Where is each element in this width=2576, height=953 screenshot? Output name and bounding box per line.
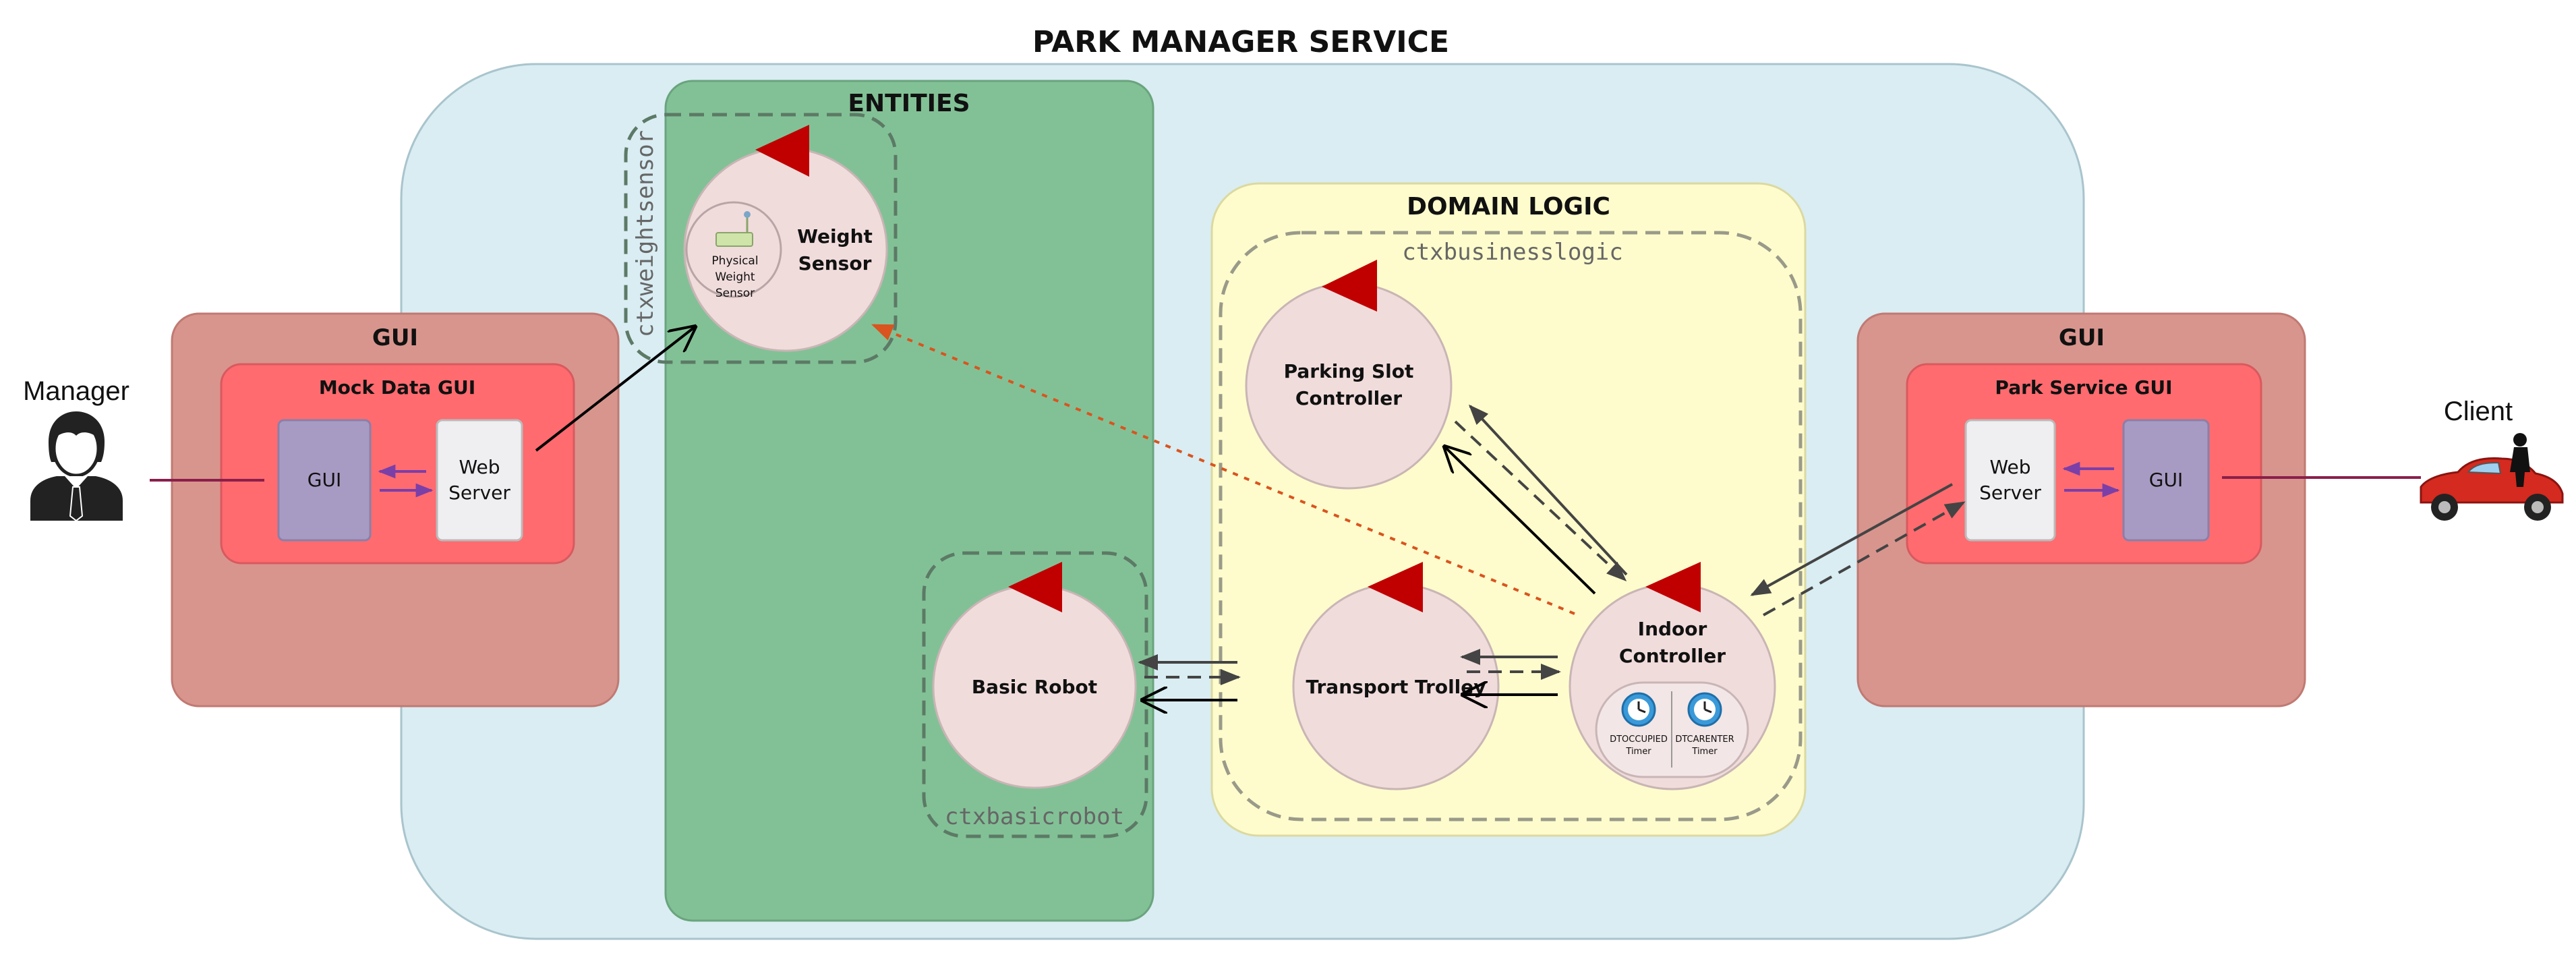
basic-robot-context-label: ctxbasicrobot xyxy=(945,803,1124,830)
left-web-server xyxy=(436,419,523,542)
left-web-server-line1: Web xyxy=(459,456,500,478)
weight-sensor-context-label: ctxweightsensor xyxy=(632,130,659,337)
left-gui-group: GUI Mock Data GUI GUI Web Server xyxy=(171,312,620,707)
alarm-clock-icon xyxy=(1687,692,1722,727)
connections xyxy=(150,325,2421,700)
basic-robot-flag-icon xyxy=(1008,562,1062,612)
transport-trolley-label: Transport Trolley xyxy=(1306,676,1486,698)
manager-label: Manager xyxy=(23,376,129,406)
transport-trolley-flag-icon xyxy=(1368,562,1423,612)
alarm-clock-icon xyxy=(1621,692,1656,727)
person-icon xyxy=(2510,433,2530,487)
arrow-ws-to-indoor xyxy=(1750,483,1953,596)
timer-2-sub: Timer xyxy=(1691,747,1718,757)
right-web-server xyxy=(1964,419,2056,542)
weight-sensor-context xyxy=(624,113,898,364)
arrow-mock-ws-to-weight-sensor xyxy=(535,327,695,452)
indoor-controller-line2: Controller xyxy=(1619,645,1726,667)
entities-group: ENTITIES ctxweightsensor Physical Weight… xyxy=(624,80,1154,922)
indoor-controller-line1: Indoor xyxy=(1638,618,1707,640)
entities-title: ENTITIES xyxy=(848,90,970,117)
client-actor: Client xyxy=(2420,397,2564,521)
car-icon xyxy=(2420,457,2564,521)
mock-data-gui-title: Mock Data GUI xyxy=(319,376,475,399)
left-gui-title: GUI xyxy=(372,324,418,351)
basic-robot-label: Basic Robot xyxy=(972,676,1097,698)
client-label: Client xyxy=(2444,397,2513,426)
left-gui-component xyxy=(277,419,372,542)
timer-1-sub: Timer xyxy=(1625,747,1651,757)
indoor-controller-flag-icon xyxy=(1645,562,1701,612)
left-web-server-line2: Server xyxy=(448,482,510,504)
right-gui-title: GUI xyxy=(2059,324,2105,351)
right-web-server-line2: Server xyxy=(1979,482,2041,504)
parking-slot-flag-icon xyxy=(1322,260,1377,312)
right-gui-label: GUI xyxy=(2149,469,2183,491)
park-service-gui-title: Park Service GUI xyxy=(1995,376,2172,399)
physical-sensor-line3: Sensor xyxy=(715,287,755,300)
physical-weight-sensor xyxy=(685,201,782,298)
timer-1-name: DTOCCUPIED xyxy=(1610,734,1668,745)
parking-slot-line1: Parking Slot xyxy=(1284,360,1414,382)
business-logic-context xyxy=(1219,231,1803,821)
dashed-parking-to-indoor xyxy=(1454,420,1627,582)
dashed-indoor-to-ws xyxy=(1763,501,1966,616)
diagram-title: PARK MANAGER SERVICE xyxy=(1032,25,1449,59)
arrow-indoor-to-parking xyxy=(1468,404,1628,576)
timer-2-name: DTCARENTER xyxy=(1675,734,1734,745)
dotted-indoor-to-weight-sensor xyxy=(871,324,1575,615)
left-gui-label: GUI xyxy=(308,469,341,491)
right-gui-component xyxy=(2122,419,2210,542)
scale-icon xyxy=(715,211,753,247)
manager-actor: Manager xyxy=(23,376,129,522)
physical-sensor-line2: Weight xyxy=(715,270,755,284)
weight-sensor-line1: Weight xyxy=(797,225,873,248)
business-logic-context-label: ctxbusinesslogic xyxy=(1402,239,1623,266)
parking-slot-controller xyxy=(1245,282,1453,490)
right-gui-group: GUI Park Service GUI Web Server GUI xyxy=(1856,312,2306,707)
open-arrow-indoor-to-parking xyxy=(1445,447,1596,595)
weight-sensor-line2: Sensor xyxy=(798,252,872,275)
domain-logic-title: DOMAIN LOGIC xyxy=(1407,193,1610,221)
physical-sensor-line1: Physical xyxy=(711,254,758,268)
manager-person-icon xyxy=(30,411,123,522)
parking-slot-line2: Controller xyxy=(1295,387,1402,409)
right-web-server-line1: Web xyxy=(1989,456,2030,478)
weight-sensor-flag-icon xyxy=(755,125,809,177)
